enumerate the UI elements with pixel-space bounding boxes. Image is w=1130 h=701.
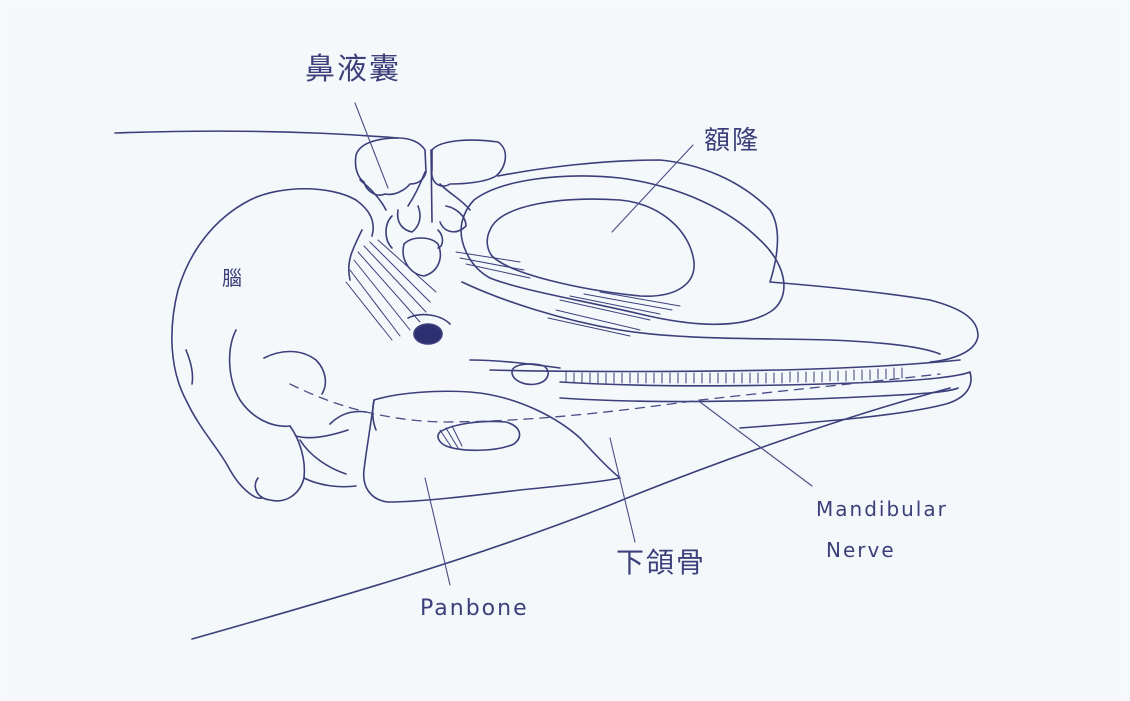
label-pan-bone: Panbone [420,596,529,621]
upper-jaw-line [490,360,960,372]
rostrum-top [498,160,978,362]
label-nasal-sac: 鼻液囊 [305,44,401,88]
nasal-sac-drawing [355,138,505,276]
leader-melon [612,145,693,232]
leader-mandibular-nerve [700,402,812,486]
label-brain: 腦 [222,262,244,291]
melon-inner [487,199,694,296]
eye [414,324,442,344]
cranium-outline [172,189,356,498]
label-mandibular-nerve-line1: Mandibular [816,497,948,521]
leader-mandible [610,438,635,542]
leader-nasal-sac [355,103,388,188]
dorsal-outline [115,131,398,138]
label-melon: 額隆 [704,120,760,157]
pan-bone-outline [364,391,620,502]
label-mandible: 下頜骨 [616,541,706,581]
label-mandibular-nerve-line2: Nerve [826,538,896,562]
